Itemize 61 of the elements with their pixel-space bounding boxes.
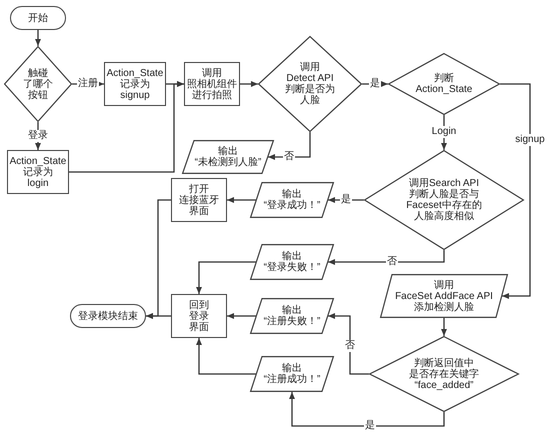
edge-label: 否 bbox=[344, 340, 356, 352]
node-text: 触碰了哪个按钮 bbox=[23, 68, 53, 100]
edge-label: 是 bbox=[364, 420, 376, 432]
io-parallelogram bbox=[250, 182, 334, 218]
edge-label: 否 bbox=[386, 256, 398, 268]
process-box bbox=[184, 62, 240, 106]
arrow bbox=[69, 81, 184, 173]
node-text: 调用Detect API判断是否为人脸 bbox=[285, 62, 335, 106]
arrow bbox=[240, 81, 258, 87]
arrow bbox=[328, 250, 445, 265]
arrow bbox=[35, 122, 41, 150]
arrow bbox=[196, 261, 256, 294]
node-text: 打开连接蓝牙界面 bbox=[179, 184, 219, 216]
process-box bbox=[171, 294, 227, 338]
arrow bbox=[500, 83, 531, 299]
edge-label: 是 bbox=[340, 194, 352, 206]
arrow bbox=[227, 313, 256, 319]
decision-diamond bbox=[4, 46, 72, 122]
node-text: 调用照相机组件进行拍照 bbox=[187, 68, 237, 100]
edge-label: 是 bbox=[369, 78, 381, 90]
node-text: 开始 bbox=[28, 12, 48, 24]
node-text: 输出“未检测到人脸” bbox=[194, 146, 262, 168]
io-parallelogram bbox=[250, 244, 334, 280]
process-box bbox=[104, 62, 166, 106]
edge-label: 注册 bbox=[77, 78, 99, 90]
decision-diamond bbox=[369, 336, 519, 412]
node-text: Action_State 记录为 login bbox=[10, 156, 66, 188]
arrow bbox=[227, 197, 256, 203]
edge-label: 否 bbox=[283, 151, 295, 163]
decision-diamond bbox=[364, 150, 524, 250]
arrow bbox=[268, 132, 311, 160]
arrow bbox=[289, 392, 445, 427]
io-parallelogram bbox=[250, 356, 334, 392]
process-box bbox=[171, 178, 227, 222]
arrow bbox=[146, 313, 171, 319]
io-parallelogram bbox=[182, 140, 274, 174]
node-text: 调用Search API判断人脸是否与Faceset中存在的人脸高度相似 bbox=[406, 178, 482, 222]
arrow bbox=[196, 338, 256, 375]
edge-label: 登录 bbox=[27, 130, 49, 142]
edge-label: signup bbox=[514, 134, 546, 146]
edge-label: Login bbox=[430, 126, 458, 138]
decision-diamond bbox=[388, 53, 500, 115]
decision-diamond bbox=[258, 36, 362, 132]
arrow bbox=[35, 30, 41, 46]
node-text: 输出“登录成功！” bbox=[264, 189, 320, 211]
io-parallelogram bbox=[250, 298, 334, 334]
arrow bbox=[441, 318, 447, 336]
node-text: 登录模块结束 bbox=[78, 310, 138, 322]
terminal-shape bbox=[70, 304, 146, 328]
node-text: 判断Action_State bbox=[416, 73, 472, 95]
node-text: Action_State 记录为 signup bbox=[106, 68, 164, 100]
node-text: 输出“登录失败！” bbox=[264, 251, 320, 273]
terminal-shape bbox=[10, 6, 66, 30]
node-text: 输出“注册成功！” bbox=[264, 363, 320, 385]
io-parallelogram bbox=[380, 274, 508, 318]
node-text: 输出“注册失败！” bbox=[264, 305, 320, 327]
arrow bbox=[328, 313, 369, 375]
node-text: 回到登录界面 bbox=[189, 300, 209, 332]
node-text: 判断返回值中是否存在关键字“face_added” bbox=[409, 358, 479, 390]
process-box bbox=[7, 150, 69, 194]
node-text: 调用FaceSet AddFace API添加检测人脸 bbox=[395, 280, 493, 312]
